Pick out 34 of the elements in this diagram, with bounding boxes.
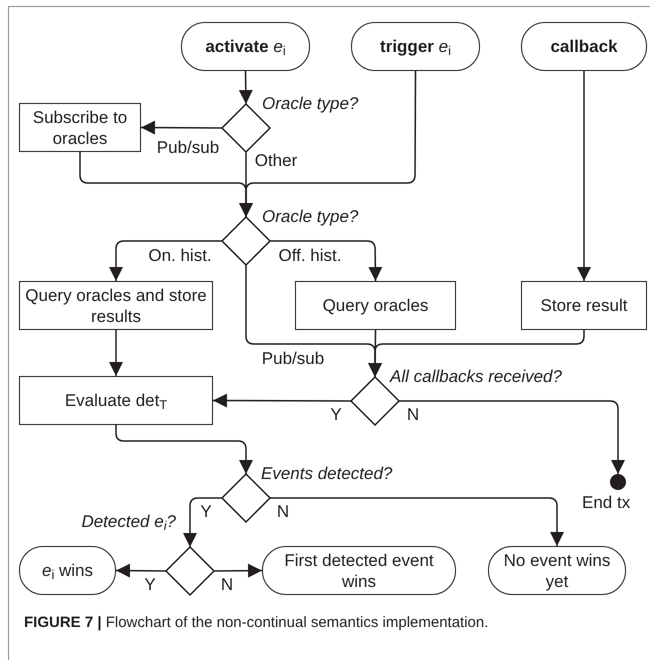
arrow	[399, 400, 625, 474]
arrow	[109, 330, 123, 376]
arrow	[239, 71, 416, 217]
arrow	[141, 120, 222, 135]
terminal-box: First detected event wins	[262, 546, 456, 595]
node-caption: Detected e$_{i}$?	[80, 511, 176, 532]
arrow	[214, 564, 262, 578]
arrow	[109, 240, 222, 281]
decision-diamond	[166, 547, 214, 595]
figure-caption: FIGURE 7 | Flowchart of the non-continual semantics implementation.	[24, 613, 490, 633]
end-dot	[610, 474, 626, 490]
node-caption: All callbacks received?	[390, 366, 563, 387]
arrow	[116, 564, 166, 578]
process-box: Store result	[521, 281, 647, 330]
arrow	[270, 497, 564, 546]
terminal-box: callback	[521, 22, 647, 71]
arrow	[270, 240, 382, 282]
node-caption: Oracle type?	[262, 93, 360, 114]
arrow	[213, 394, 351, 408]
arrow	[183, 497, 222, 547]
node-caption: End tx	[582, 492, 632, 513]
terminal-box: e$_{i}$ wins	[19, 546, 116, 595]
node-caption: Events detected?	[261, 463, 394, 484]
process-box: Subscribe to oracles	[19, 103, 141, 152]
process-box: Query oracles and store results	[19, 281, 213, 330]
arrow	[115, 425, 253, 474]
terminal-box: trigger e$_{i}$	[351, 22, 480, 71]
process-box: Evaluate det$_{T}$	[19, 376, 213, 425]
process-box: Query oracles	[295, 281, 456, 330]
terminal-box: activate e$_{i}$	[181, 22, 310, 71]
arrow	[577, 71, 591, 281]
arrow	[238, 70, 253, 104]
node-caption: Oracle type?	[262, 206, 360, 227]
terminal-box: No event wins yet	[488, 546, 626, 595]
